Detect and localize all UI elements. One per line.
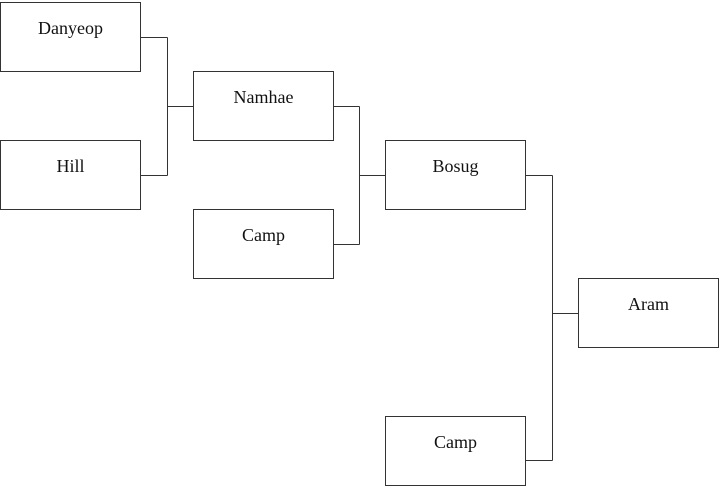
node-camp-1-label: Camp <box>242 224 285 245</box>
node-aram-label: Aram <box>628 293 669 314</box>
node-hill: Hill <box>0 140 141 210</box>
node-camp-2-label: Camp <box>434 431 477 452</box>
node-danyeop: Danyeop <box>0 2 141 72</box>
node-hill-label: Hill <box>56 155 85 176</box>
node-namhae-label: Namhae <box>233 86 294 107</box>
node-aram: Aram <box>578 278 719 348</box>
node-camp-2: Camp <box>385 416 526 486</box>
node-bosug: Bosug <box>385 140 526 210</box>
node-camp-1: Camp <box>193 209 334 279</box>
node-namhae: Namhae <box>193 71 334 141</box>
node-danyeop-label: Danyeop <box>38 17 103 38</box>
node-bosug-label: Bosug <box>432 155 479 176</box>
